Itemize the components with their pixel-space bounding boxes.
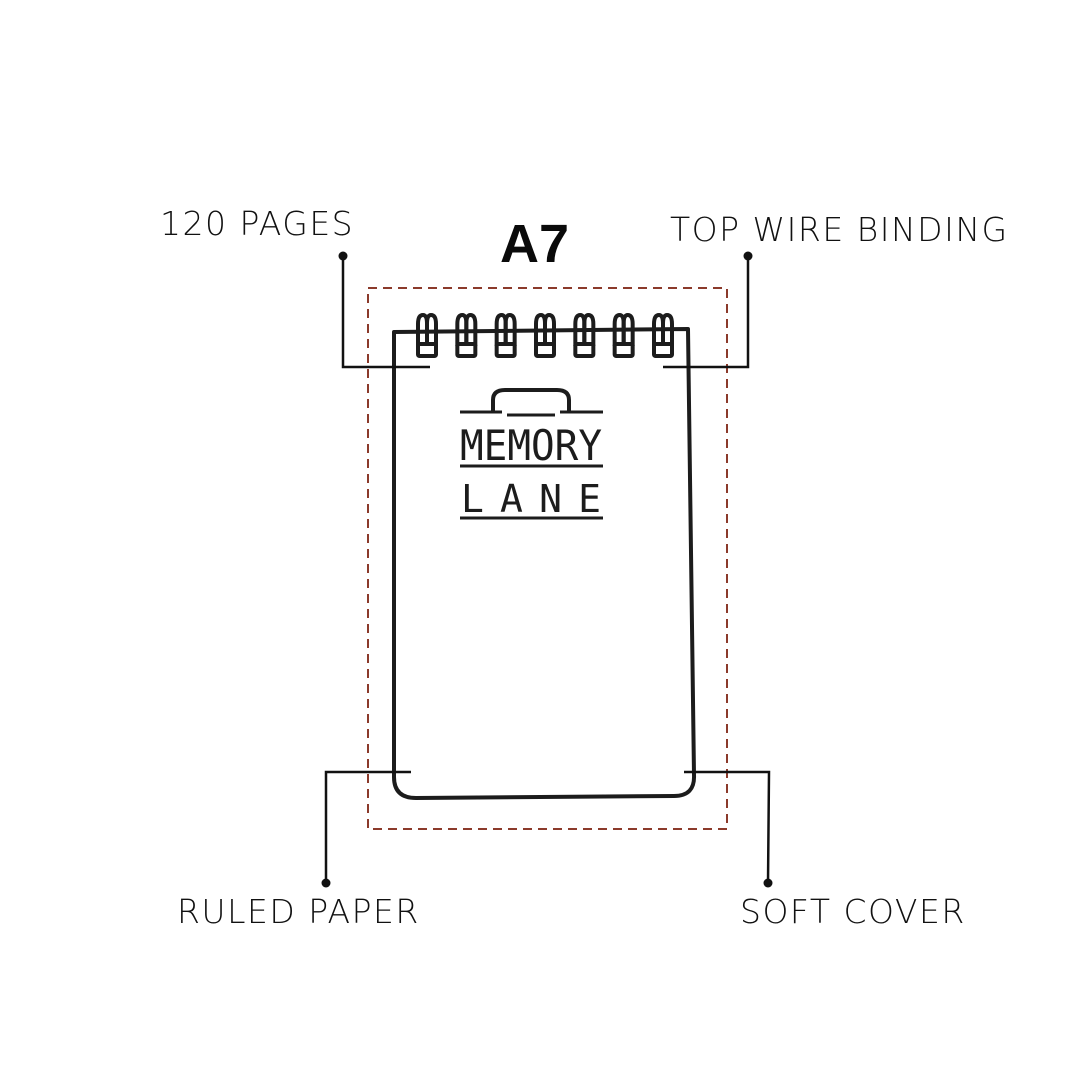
connector-cover [684,770,771,884]
callout-dot-paper [321,878,331,888]
coil-ring [416,312,438,358]
callout-dot-cover [763,878,773,888]
notebook-cover [392,327,697,800]
callout-label-paper: RULED PAPER [177,892,420,931]
connector-binding [663,256,750,369]
connector-paper [324,770,411,883]
callout-label-cover: SOFT COVER [740,892,966,931]
briefcase-handle-icon [491,388,571,412]
coil-ring [612,312,635,358]
callout-label-pages: 120 PAGES [160,204,355,243]
callout-dot-binding [743,251,753,261]
brand-logo [460,388,603,520]
coil-ring [573,312,596,358]
brand-name-line1: MEMORY [460,421,602,470]
coil-ring [494,312,517,358]
connector-pages [341,256,430,369]
size-title: A7 [500,214,570,274]
spiral-binding [416,312,674,358]
coil-ring [455,312,478,358]
coil-ring [534,312,556,358]
callout-label-binding: TOP WIRE BINDING [670,210,1009,249]
coil-ring [652,312,674,358]
callout-dot-pages [338,251,348,261]
